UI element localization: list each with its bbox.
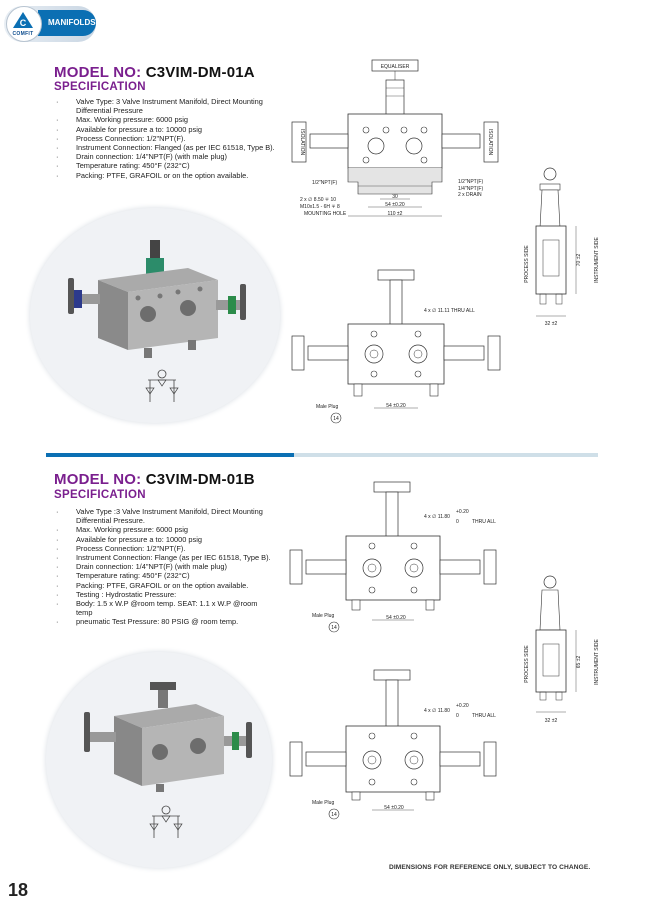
spec-item: Process Connection: 1/2"NPT(F). <box>56 134 278 143</box>
spec-item: Temperature rating: 450°F (232°C) <box>56 571 274 580</box>
spec-item: Available for pressure a to: 10000 psig <box>56 125 278 134</box>
model-a-title: MODEL NO: C3VIM-DM-01A <box>54 64 255 81</box>
tol-b2-bottom: 0 <box>456 713 459 719</box>
thru-a-label: 4 x ∅ 11.11 THRU ALL <box>424 308 475 314</box>
isolation-left-label: ISOLATION <box>299 129 305 156</box>
svg-text:C: C <box>20 18 27 28</box>
dim-54b-b: 54 ±0.20 <box>384 805 404 811</box>
tol-b-bottom: 0 <box>456 519 459 525</box>
spec-item: Testing : Hydrostatic Pressure: <box>56 590 274 599</box>
model-a-top-drawing: 4 x ∅ 11.11 THRU ALL Male Plug 14 54 ±0.… <box>291 269 501 424</box>
page-number: 18 <box>8 880 29 900</box>
npt-right2-label: 1/4"NPT(F) <box>458 186 483 192</box>
process-side-a: PROCESS SIDE <box>524 245 530 283</box>
process-side-b: PROCESS SIDE <box>524 645 530 683</box>
section-tab-label: MANIFOLDS <box>48 18 96 27</box>
spec-item: Process Connection: 1/2"NPT(F). <box>56 544 274 553</box>
balloon-a: 14 <box>333 416 339 422</box>
brand-logo-icon: C <box>13 12 33 28</box>
model-b-code: C3VIM-DM-01B <box>145 471 255 488</box>
thru-all-b: THRU ALL <box>472 519 496 525</box>
spec-item: Instrument Connection: Flange (as per IE… <box>56 553 274 562</box>
spec-item: Drain connection: 1/4"NPT(F) (with male … <box>56 562 274 571</box>
male-plug-a: Male Plug <box>316 404 338 410</box>
model-a-front-drawing: EQUALISER ISOLATION ISOLATION 1/2"NPT(F)… <box>291 59 499 217</box>
model-b-upper-drawing: 4 x ∅ 11.80 +0.20 0 THRU ALL Male Plug 1… <box>289 481 497 633</box>
tol-b-top: +0.20 <box>456 509 469 515</box>
section-divider-light <box>294 453 598 457</box>
thru-all-b2: THRU ALL <box>472 713 496 719</box>
model-b-spec-heading: SPECIFICATION <box>54 489 146 501</box>
model-b-schematic-symbol <box>149 805 183 838</box>
model-a-spec-heading: SPECIFICATION <box>54 81 146 93</box>
holes1-label: 2 x ∅ 8.50 ∓ 10 <box>300 197 336 203</box>
spec-item: Packing: PTFE, GRAFOIL or on the option … <box>56 581 274 590</box>
npt-left-label: 1/2"NPT(F) <box>312 180 337 186</box>
male-plug-b2: Male Plug <box>312 800 334 806</box>
dim-54b-a: 54 ±0.20 <box>386 403 406 409</box>
spec-item: pneumatic Test Pressure: 80 PSIG @ room … <box>56 617 274 626</box>
model-a-label: MODEL NO: <box>54 64 142 81</box>
dim-32a: 32 ±2 <box>545 321 558 327</box>
model-b-title: MODEL NO: C3VIM-DM-01B <box>54 471 255 488</box>
footer-note: DIMENSIONS FOR REFERENCE ONLY, SUBJECT T… <box>389 864 591 871</box>
thru-b2-label: 4 x ∅ 11.80 <box>424 708 450 714</box>
section-tab: MANIFOLDS <box>38 10 96 36</box>
drain-label: 2 x DRAIN <box>458 192 482 198</box>
dim-65: 65 ±2 <box>576 656 582 669</box>
holes2-label: M10x1.5 - 6H ∓ 8 <box>300 204 340 210</box>
spec-item: Body: 1.5 x W.P @room temp. SEAT: 1.1 x … <box>56 599 274 617</box>
balloon-b: 14 <box>331 625 337 631</box>
spec-item: Packing: PTFE, GRAFOIL or on the option … <box>56 171 278 180</box>
spec-item: Drain connection: 1/4"NPT(F) (with male … <box>56 152 278 161</box>
mounting-label: MOUNTING HOLE <box>304 211 347 217</box>
model-b-manifold-image <box>84 682 252 792</box>
dim-70: 70 ±2 <box>576 254 582 267</box>
spec-item: Valve Type: 3 Valve Instrument Manifold,… <box>56 97 278 115</box>
dim-30: 30 <box>392 194 398 200</box>
instrument-side-a: INSTRUMENT SIDE <box>594 236 600 282</box>
brand-name: COMFIT <box>12 31 34 37</box>
model-a-side-drawing: PROCESS SIDE 70 ±2 INSTRUMENT SIDE 32 ±2 <box>524 167 600 327</box>
model-b-label: MODEL NO: <box>54 471 142 488</box>
equaliser-label: EQUALISER <box>381 64 410 70</box>
npt-right-label: 1/2"NPT(F) <box>458 179 483 185</box>
spec-item: Instrument Connection: Flanged (as per I… <box>56 143 278 152</box>
tol-b2-top: +0.20 <box>456 703 469 709</box>
model-a-schematic-symbol <box>145 369 179 402</box>
balloon-b2: 14 <box>331 812 337 818</box>
spec-item: Max. Working pressure: 6000 psig <box>56 525 274 534</box>
spec-item: Available for pressure a to: 10000 psig <box>56 535 274 544</box>
model-a-spec-list: Valve Type: 3 Valve Instrument Manifold,… <box>56 97 278 180</box>
section-divider <box>46 453 294 457</box>
dim-32b: 32 ±2 <box>545 718 558 724</box>
spec-item: Max. Working pressure: 6000 psig <box>56 115 278 124</box>
dim-54-b: 54 ±0.20 <box>386 615 406 621</box>
model-b-spec-list: Valve Type :3 Valve Instrument Manifold,… <box>56 507 274 627</box>
model-b-side-drawing: PROCESS SIDE 65 ±2 INSTRUMENT SIDE 32 ±2 <box>524 575 600 724</box>
model-a-manifold-image <box>68 240 246 358</box>
isolation-right-label: ISOLATION <box>487 129 493 156</box>
thru-b-label: 4 x ∅ 11.80 <box>424 514 450 520</box>
model-a-code: C3VIM-DM-01A <box>145 64 255 81</box>
dim-54: 54 ±0.20 <box>385 202 405 208</box>
model-b-lower-drawing: 4 x ∅ 11.80 +0.20 0 THRU ALL Male Plug 1… <box>289 669 497 820</box>
male-plug-b: Male Plug <box>312 613 334 619</box>
spec-item: Temperature rating: 450°F (232°C) <box>56 161 278 170</box>
spec-item: Valve Type :3 Valve Instrument Manifold,… <box>56 507 274 525</box>
instrument-side-b: INSTRUMENT SIDE <box>594 638 600 684</box>
dim-110: 110 ±2 <box>388 211 403 217</box>
